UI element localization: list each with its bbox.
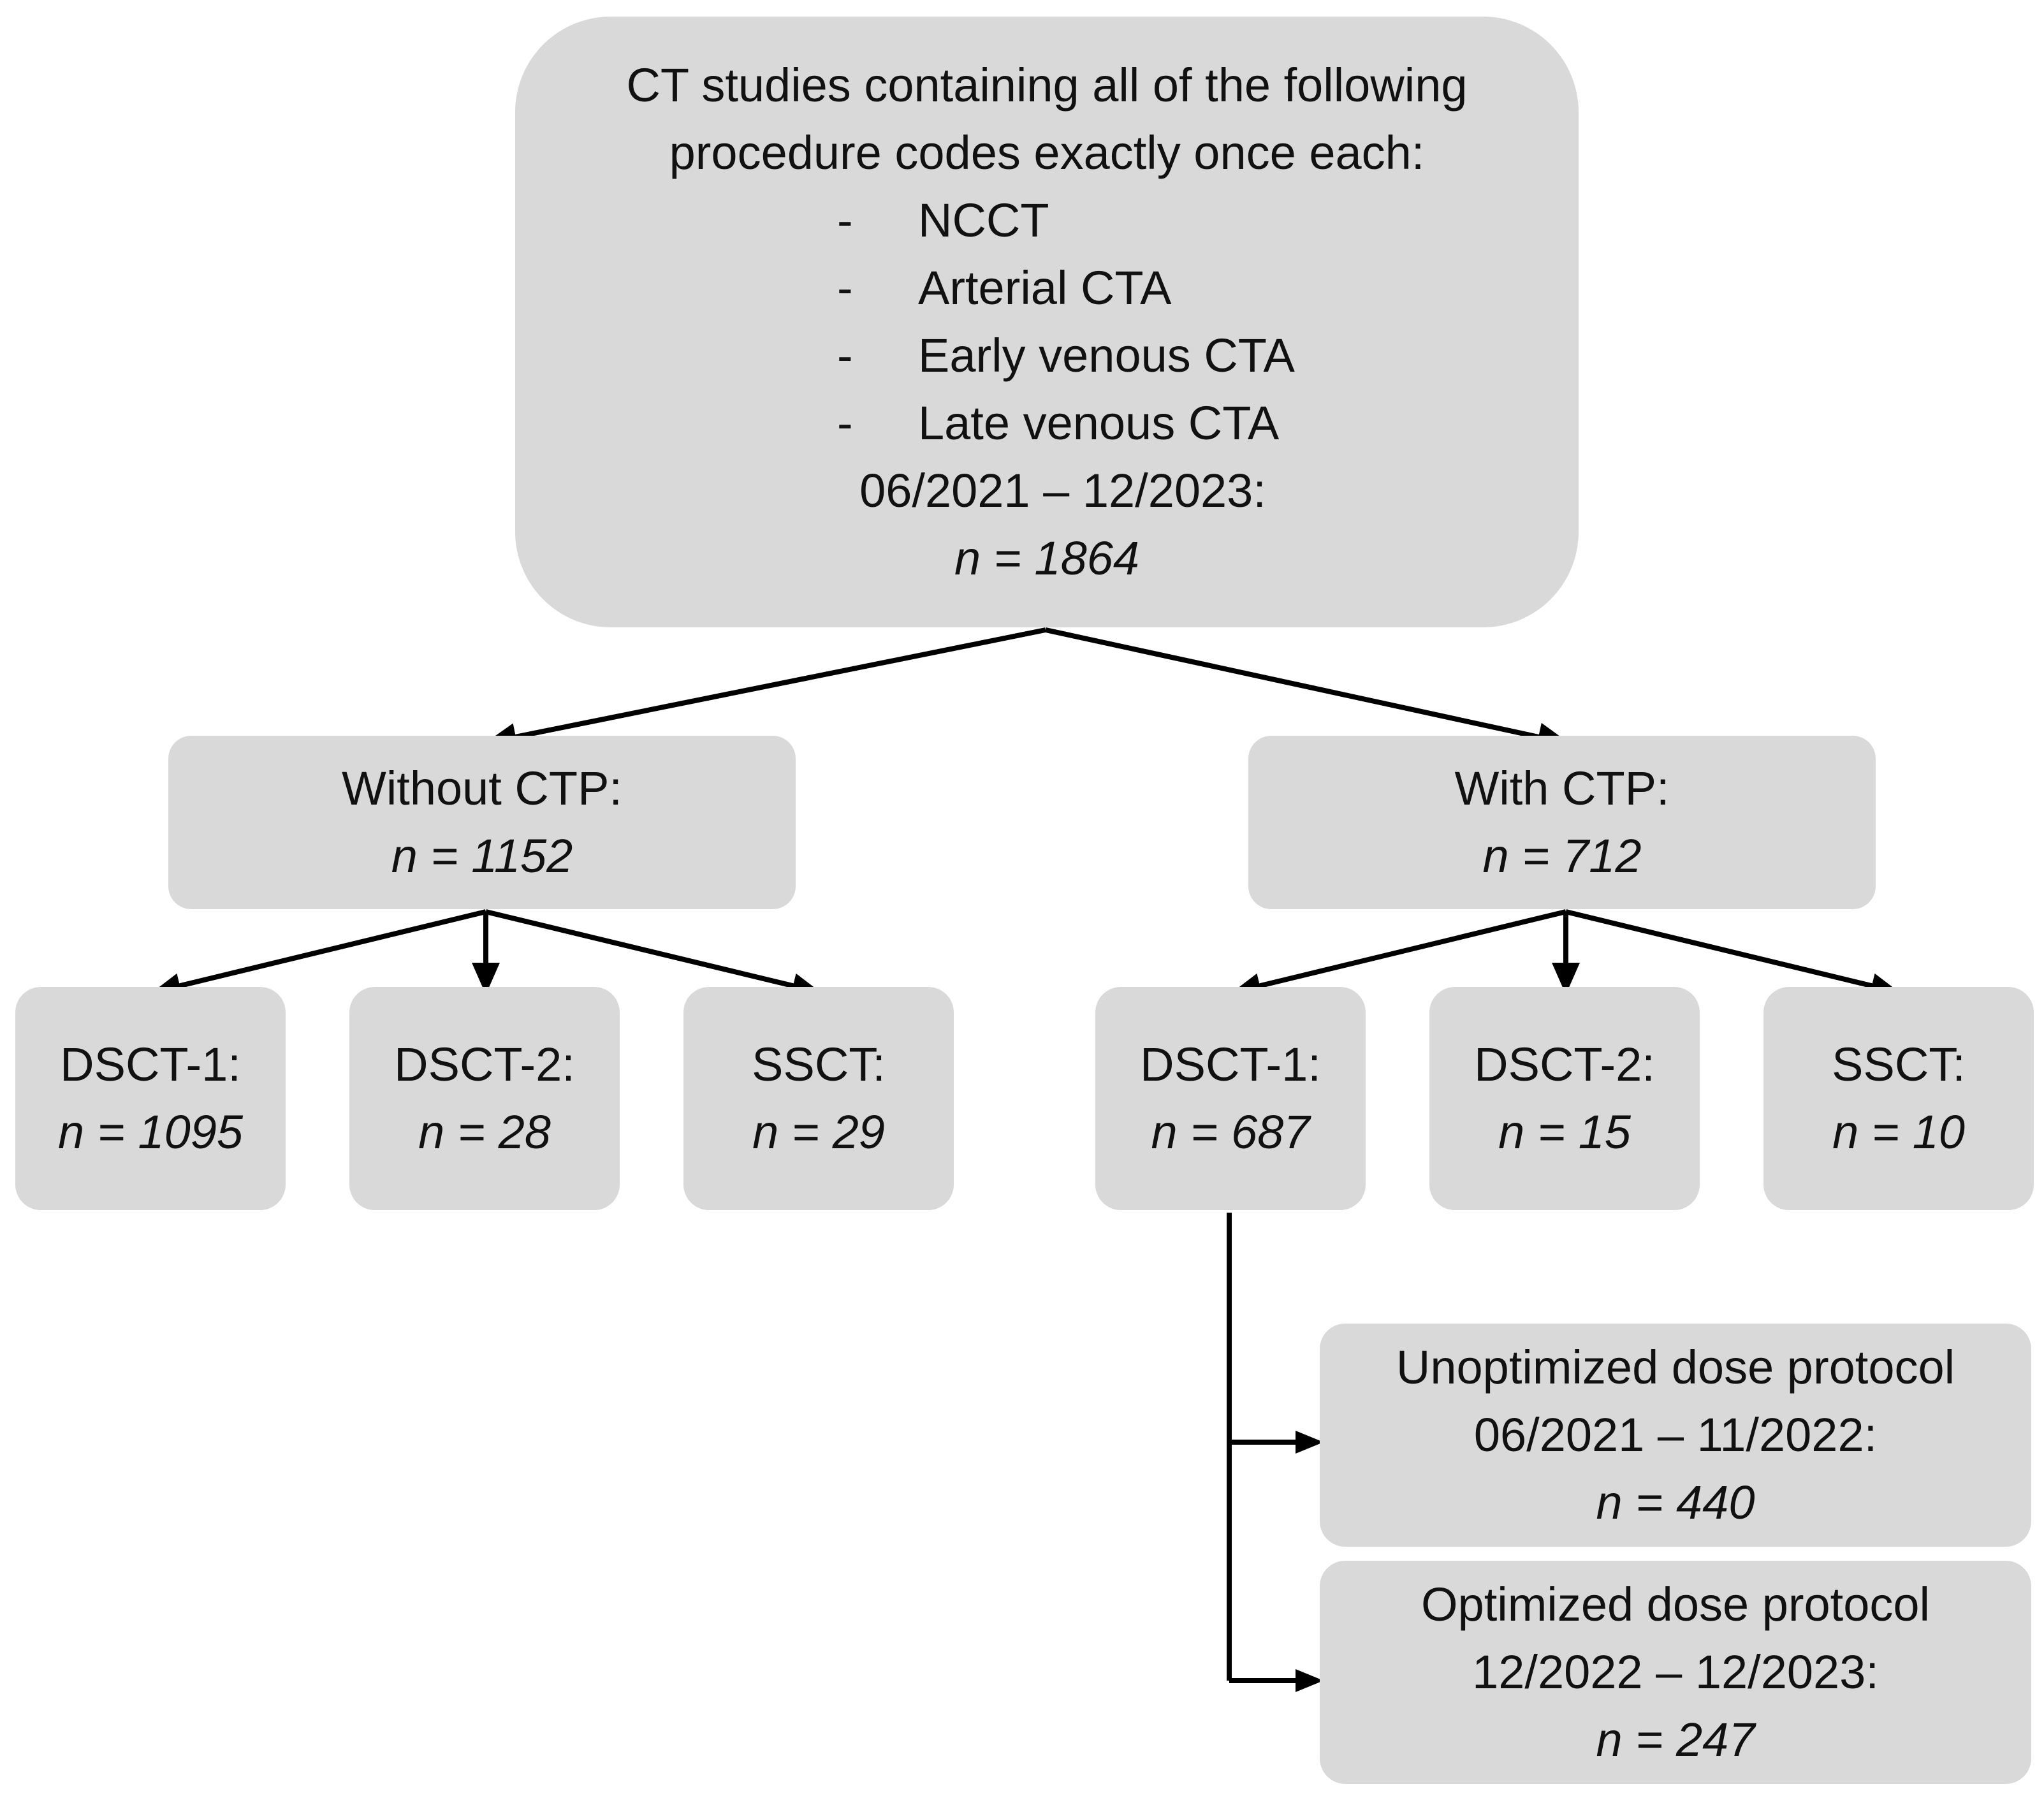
scanner-count: n = 687 — [1151, 1106, 1310, 1158]
scanner-box-without-ctp-ssct: SSCT: n = 29 — [683, 987, 954, 1210]
scanner-box-without-ctp-dsct1: DSCT-1: n = 1095 — [15, 987, 286, 1210]
procedure-code-item: - Late venous CTA — [515, 390, 1579, 457]
protocol-count: n = 440 — [1596, 1476, 1755, 1529]
arrowhead-optimized — [1296, 1669, 1324, 1692]
scanner-box-without-ctp-dsct2: DSCT-2: n = 28 — [349, 987, 620, 1210]
root-period: 06/2021 – 12/2023: — [859, 464, 1266, 517]
arrow-without-ctp-to-dsct1 — [159, 909, 486, 993]
protocol-period: 06/2021 – 11/2022: — [1473, 1408, 1878, 1461]
arrowhead-a-dsct2 — [472, 963, 500, 995]
protocol-label: Optimized dose protocol — [1421, 1578, 1930, 1631]
protocol-box-unoptimized: Unoptimized dose protocol 06/2021 – 11/2… — [1320, 1324, 2031, 1547]
scanner-label: SSCT: — [752, 1038, 886, 1091]
scanner-label: DSCT-2: — [394, 1038, 575, 1091]
protocol-period: 12/2022 – 12/2023: — [1472, 1646, 1879, 1698]
procedure-code-label: NCCT — [918, 194, 1049, 247]
scanner-label: DSCT-1: — [60, 1038, 241, 1091]
root-count: n = 1864 — [954, 532, 1140, 585]
group-box-with-ctp: With CTP: n = 712 — [1248, 736, 1876, 909]
list-bullet: - — [837, 329, 853, 382]
scanner-count: n = 28 — [418, 1106, 551, 1158]
scanner-box-with-ctp-ssct: SSCT: n = 10 — [1763, 987, 2034, 1210]
arrow-root-to-with-ctp — [1045, 627, 1551, 742]
procedure-code-label: Arterial CTA — [918, 261, 1172, 314]
root-heading-line1: CT studies containing all of the followi… — [626, 59, 1468, 112]
scanner-count: n = 1095 — [57, 1106, 244, 1158]
procedure-code-label: Late venous CTA — [918, 397, 1280, 449]
protocol-label: Unoptimized dose protocol — [1396, 1341, 1955, 1394]
list-bullet: - — [837, 397, 853, 449]
scanner-count: n = 10 — [1832, 1106, 1965, 1158]
procedure-code-item: - Early venous CTA — [515, 322, 1579, 390]
group-count: n = 1152 — [391, 829, 573, 882]
arrow-with-ctp-to-dsct1 — [1239, 909, 1566, 993]
group-count: n = 712 — [1482, 829, 1642, 882]
scanner-label: DSCT-2: — [1474, 1038, 1655, 1091]
arrowhead-b-dsct2 — [1552, 963, 1580, 995]
arrow-with-ctp-to-ssct — [1565, 909, 1893, 993]
arrow-without-ctp-to-ssct — [485, 909, 814, 993]
root-box: CT studies containing all of the followi… — [515, 17, 1579, 627]
scanner-label: DSCT-1: — [1140, 1038, 1321, 1091]
group-label: Without CTP: — [342, 762, 622, 815]
protocol-count: n = 247 — [1596, 1713, 1755, 1766]
scanner-box-with-ctp-dsct2: DSCT-2: n = 15 — [1429, 987, 1700, 1210]
root-heading-line2: procedure codes exactly once each: — [669, 126, 1425, 179]
procedure-code-item: - NCCT — [515, 187, 1579, 254]
protocol-box-optimized: Optimized dose protocol 12/2022 – 12/202… — [1320, 1561, 2031, 1784]
arrowhead-unoptimized — [1296, 1431, 1324, 1454]
scanner-count: n = 29 — [752, 1106, 885, 1158]
list-bullet: - — [837, 194, 853, 247]
arrow-root-to-without-ctp — [502, 627, 1046, 742]
procedure-code-list: - NCCT - Arterial CTA - Early venous CTA… — [515, 187, 1579, 457]
group-label: With CTP: — [1454, 762, 1670, 815]
list-bullet: - — [837, 261, 853, 314]
procedure-code-item: - Arterial CTA — [515, 254, 1579, 322]
scanner-count: n = 15 — [1498, 1106, 1631, 1158]
scanner-box-with-ctp-dsct1: DSCT-1: n = 687 — [1095, 987, 1366, 1210]
procedure-code-label: Early venous CTA — [918, 329, 1295, 382]
scanner-label: SSCT: — [1832, 1038, 1966, 1091]
group-box-without-ctp: Without CTP: n = 1152 — [168, 736, 796, 909]
